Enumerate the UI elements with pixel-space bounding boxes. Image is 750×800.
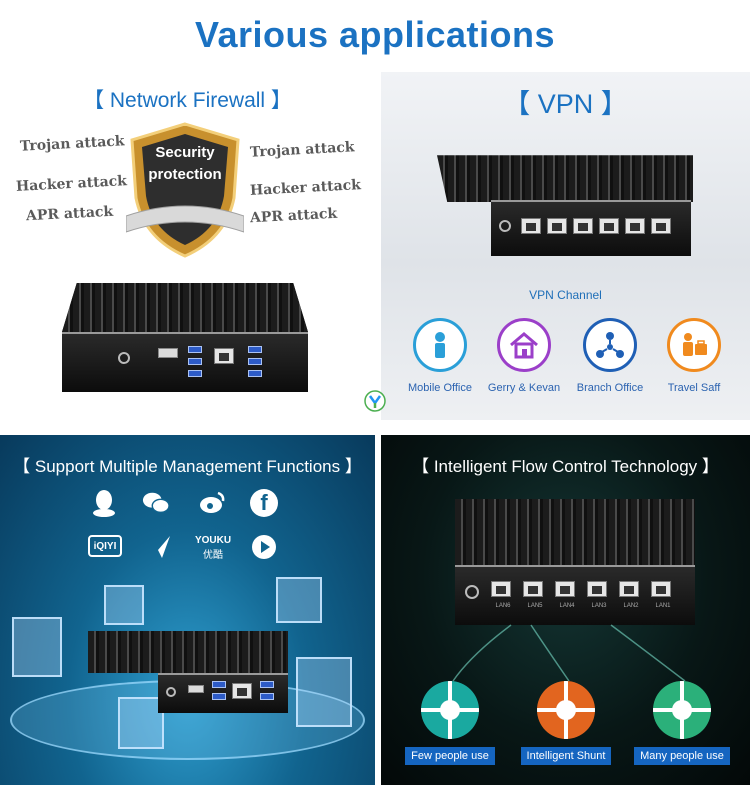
lan-label: LAN5 bbox=[527, 603, 543, 609]
vpn-item-travel-staff: Travel Saff bbox=[649, 318, 739, 394]
power-button-icon bbox=[499, 220, 511, 232]
vpn-title: 【 VPN 】 bbox=[503, 89, 628, 119]
map-card-icon bbox=[296, 657, 352, 727]
usb-port-icon bbox=[188, 346, 202, 353]
shield-text: Security protection bbox=[148, 144, 222, 183]
management-title: 【 Support Multiple Management Functions … bbox=[13, 457, 362, 476]
intelligent-shunt-icon bbox=[537, 681, 595, 739]
vpn-circle bbox=[413, 318, 467, 372]
cloud-card-icon bbox=[104, 585, 144, 625]
usb-port-icon bbox=[248, 346, 262, 353]
lan-label: LAN4 bbox=[559, 603, 575, 609]
usb-port-icon bbox=[188, 370, 202, 377]
house-icon bbox=[510, 332, 538, 359]
vpn-item-label: Mobile Office bbox=[408, 382, 472, 394]
management-panel: 【 Support Multiple Management Functions … bbox=[0, 435, 375, 785]
lan-label: LAN1 bbox=[655, 603, 671, 609]
lan-label: LAN2 bbox=[623, 603, 639, 609]
vpn-item-branch-office: Branch Office bbox=[565, 318, 655, 394]
usb-port-icon bbox=[248, 358, 262, 365]
tencent-video-icon bbox=[250, 533, 278, 561]
chart-card-icon bbox=[276, 577, 322, 623]
flow-lines bbox=[452, 624, 686, 682]
lan-port-icon bbox=[547, 218, 567, 234]
firewall-title: 【 Network Firewall 】 bbox=[83, 89, 292, 112]
flow-item-many-people: Many people use bbox=[627, 681, 737, 765]
lan-port-icon bbox=[214, 348, 234, 364]
vpn-circle bbox=[497, 318, 551, 372]
power-button-icon bbox=[166, 687, 176, 697]
network-firewall-panel: 【 Network Firewall 】 Trojan attack Hacke… bbox=[0, 72, 375, 420]
lan-port-icon bbox=[521, 218, 541, 234]
weibo-icon bbox=[198, 489, 226, 517]
lan-port-icon bbox=[651, 581, 671, 597]
flow-control-panel: 【 Intelligent Flow Control Technology 】 … bbox=[381, 435, 750, 785]
vpn-item-label: Branch Office bbox=[576, 382, 644, 394]
firewall-device bbox=[62, 262, 308, 392]
flow-item-label: Few people use bbox=[405, 747, 495, 765]
network-icon bbox=[596, 332, 624, 358]
brand-logo-icon bbox=[364, 390, 386, 412]
lan-port-icon bbox=[587, 581, 607, 597]
usb-port-icon bbox=[188, 358, 202, 365]
usb-port-icon bbox=[212, 693, 226, 700]
attack-label: Hacker attack bbox=[15, 173, 128, 195]
attack-label: Trojan attack bbox=[249, 139, 355, 161]
vpn-device bbox=[437, 150, 693, 270]
usb-port-icon bbox=[248, 370, 262, 377]
lan-port-icon bbox=[491, 581, 511, 597]
wechat-icon bbox=[142, 489, 170, 517]
lan-port-icon bbox=[573, 218, 593, 234]
power-button-icon bbox=[465, 585, 479, 599]
facebook-icon: f bbox=[250, 489, 278, 517]
lan-port-icon bbox=[651, 218, 671, 234]
vpn-circle bbox=[583, 318, 637, 372]
vpn-item-home: Gerry & Kevan bbox=[479, 318, 569, 394]
flow-item-intelligent-shunt: Intelligent Shunt bbox=[511, 681, 621, 765]
many-people-icon bbox=[653, 681, 711, 739]
power-button-icon bbox=[118, 352, 130, 364]
lan-port-icon bbox=[555, 581, 575, 597]
lan-port-icon bbox=[599, 218, 619, 234]
shield-icon bbox=[126, 122, 244, 258]
attack-label: Hacker attack bbox=[249, 177, 362, 199]
vpn-item-label: Gerry & Kevan bbox=[487, 382, 561, 394]
vpn-item-mobile-office: Mobile Office bbox=[395, 318, 485, 394]
vpn-panel: 【 VPN 】 VPN Channel Mobile Office bbox=[381, 72, 750, 420]
qq-icon bbox=[90, 489, 118, 517]
attack-label: APR attack bbox=[249, 205, 338, 227]
flow-device: LAN6 LAN5 LAN4 LAN3 LAN2 LAN1 bbox=[455, 499, 695, 631]
hdmi-port-icon bbox=[188, 685, 204, 693]
iqiyi-icon: iQIYI bbox=[88, 535, 122, 557]
flow-item-label: Intelligent Shunt bbox=[520, 747, 612, 765]
person-icon bbox=[435, 332, 445, 358]
vpn-circle bbox=[667, 318, 721, 372]
hdmi-port-icon bbox=[158, 348, 178, 358]
few-people-icon bbox=[421, 681, 479, 739]
briefcase-icon bbox=[683, 333, 707, 356]
lan-port-icon bbox=[619, 581, 639, 597]
youku-icon: YOUKU 优酷 bbox=[194, 535, 232, 561]
usb-port-icon bbox=[260, 693, 274, 700]
flow-title: 【 Intelligent Flow Control Technology 】 bbox=[412, 457, 719, 476]
lan-port-icon bbox=[625, 218, 645, 234]
attack-label: Trojan attack bbox=[19, 133, 125, 155]
flow-item-few-people: Few people use bbox=[395, 681, 505, 765]
main-title: Various applications bbox=[194, 14, 556, 55]
lan-port-icon bbox=[523, 581, 543, 597]
monitor-card-icon bbox=[118, 697, 164, 749]
attack-label: APR attack bbox=[25, 203, 114, 225]
lan-label: LAN6 bbox=[495, 603, 511, 609]
management-device bbox=[88, 631, 288, 715]
flow-item-label: Many people use bbox=[634, 747, 730, 765]
server-card-icon bbox=[12, 617, 62, 677]
lan-port-icon bbox=[232, 683, 252, 699]
vpn-channel-label: VPN Channel bbox=[529, 288, 602, 302]
usb-port-icon bbox=[212, 681, 226, 688]
bird-icon bbox=[144, 533, 172, 561]
usb-port-icon bbox=[260, 681, 274, 688]
vpn-item-label: Travel Saff bbox=[667, 382, 721, 394]
lan-label: LAN3 bbox=[591, 603, 607, 609]
